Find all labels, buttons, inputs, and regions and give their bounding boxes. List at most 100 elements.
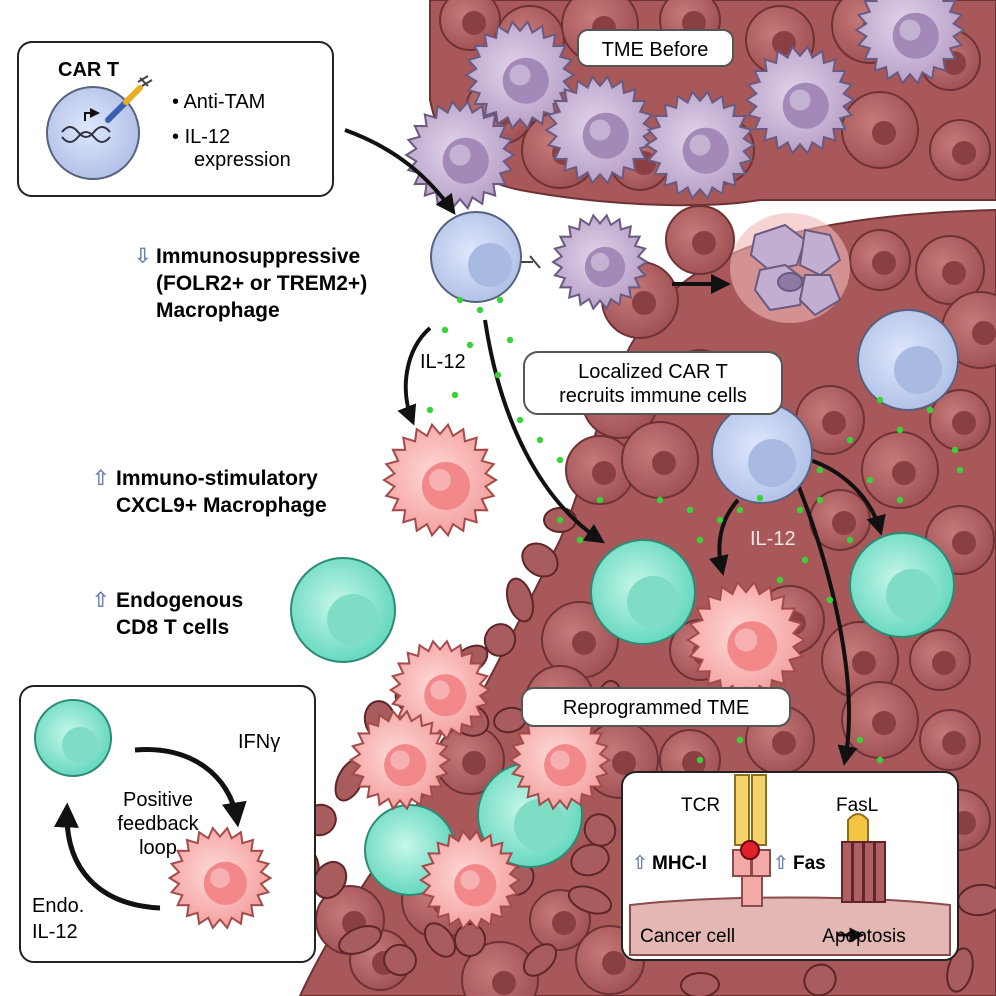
- il12-dot: [866, 476, 874, 484]
- il12-dot: [876, 756, 884, 764]
- fas-label: Fas: [793, 853, 826, 874]
- tme-before-macrophages: [404, 0, 966, 211]
- m1-cell: [167, 826, 273, 930]
- immunosuppressive-label-2: (FOLR2+ or TREM2+): [156, 272, 367, 295]
- up-arrow-endogenous: ⇧: [92, 589, 110, 612]
- ifng-label: IFNγ: [238, 731, 280, 753]
- localized-label-2: recruits immune cells: [559, 385, 747, 407]
- il12-dot: [476, 306, 484, 314]
- cxcl9-macrophage-icon: [382, 422, 498, 538]
- il12-dot: [796, 506, 804, 514]
- endo-label-1: Endo.: [32, 895, 84, 917]
- il12-dot: [736, 506, 744, 514]
- tcr-label: TCR: [681, 795, 720, 816]
- immunosuppressive-label-3: Macrophage: [156, 299, 280, 322]
- debris-blob: [521, 542, 559, 578]
- tumor-cell: [849, 229, 911, 291]
- il12-dot: [846, 536, 854, 544]
- tumor-cell: [461, 941, 539, 996]
- localized-label-1: Localized CAR T: [578, 361, 728, 383]
- il12-particles: [426, 296, 964, 764]
- debris-blob: [567, 885, 613, 915]
- il12-dot: [816, 496, 824, 504]
- tumor-cell: [665, 205, 735, 275]
- tumor-cell: [909, 629, 971, 691]
- tumor-cell: [929, 119, 991, 181]
- tam-cell: [644, 89, 756, 201]
- il12-dot: [776, 576, 784, 584]
- car-t-cell-icon: [46, 75, 153, 180]
- tme-before-label: TME Before: [602, 39, 709, 61]
- localized-car-t-pill: [523, 351, 783, 415]
- debris-blob: [483, 623, 517, 657]
- il12-dot: [456, 296, 464, 304]
- mhc-i-molecule: [732, 840, 771, 907]
- endogenous-label-2: CD8 T cells: [116, 616, 229, 639]
- tumor-cell: [841, 91, 919, 169]
- tumor-cell: [915, 235, 985, 305]
- debris-blob: [803, 963, 837, 996]
- reprogrammed-label: Reprogrammed TME: [563, 697, 749, 719]
- debris-blob: [312, 860, 348, 900]
- loop-label-2: feedback: [117, 813, 199, 835]
- il12-dot: [926, 406, 934, 414]
- il12-dot: [696, 756, 704, 764]
- il12-dot: [716, 516, 724, 524]
- reprogrammed-pill: [521, 687, 791, 727]
- endogenous-label-1: Endogenous: [116, 589, 243, 612]
- il12-dot: [951, 446, 959, 454]
- tumor-cell: [435, 725, 505, 795]
- debris-blob: [423, 922, 457, 958]
- dying-macrophage-cluster: [730, 213, 850, 323]
- tam-cell: [744, 44, 856, 156]
- il12-dot: [516, 416, 524, 424]
- il12-dot: [441, 326, 449, 334]
- il12-dot: [426, 406, 434, 414]
- car-t-feature-il12: • IL-12: [172, 126, 230, 148]
- endo-label-2: IL-12: [32, 921, 78, 943]
- il12-dot: [856, 736, 864, 744]
- il12-dot: [451, 391, 459, 399]
- up-arrow-mhc: ⇧: [632, 853, 648, 874]
- tme-before-pill: [577, 29, 734, 67]
- car-t-feature-anti-tam: • Anti-TAM: [172, 91, 265, 113]
- il12-dot: [466, 341, 474, 349]
- immunostim-label-2: CXCL9+ Macrophage: [116, 494, 327, 517]
- debris-blob: [522, 943, 558, 977]
- car-t-cell-localized: [711, 402, 813, 504]
- tumor-cell: [621, 421, 699, 499]
- debris-blob: [570, 843, 610, 877]
- fasl-label: FasL: [836, 795, 878, 816]
- il12-dot: [896, 426, 904, 434]
- cancer-cell-label: Cancer cell: [640, 926, 735, 947]
- il12-dot: [736, 736, 744, 744]
- tumor-cell: [861, 431, 939, 509]
- il12-right-label: IL-12: [750, 528, 796, 550]
- loop-label-1: Positive: [123, 789, 193, 811]
- il12-dot: [846, 436, 854, 444]
- m1-cell: [388, 639, 492, 741]
- tumor-cell: [919, 709, 981, 771]
- il12-dot: [494, 371, 502, 379]
- tam-cell: [464, 19, 576, 131]
- feedback-cd8-cell: [34, 699, 112, 777]
- car-t-feature-expression: expression: [194, 149, 291, 171]
- mhc-label: MHC-I: [652, 853, 707, 874]
- tumor-cell: [841, 681, 919, 759]
- m1-cell: [685, 580, 807, 700]
- car-t-cell-top: [430, 211, 541, 303]
- il12-dot: [696, 536, 704, 544]
- tumor-cell: [929, 389, 991, 451]
- m1-cell: [418, 829, 522, 931]
- down-arrow-immunosuppressive: ⇩: [134, 245, 152, 268]
- il12-dot: [506, 336, 514, 344]
- debris-blob: [505, 577, 535, 623]
- il12-dot: [816, 466, 824, 474]
- tam-cell: [854, 0, 966, 86]
- il12-dot: [496, 296, 504, 304]
- il12-dot: [956, 466, 964, 474]
- il12-dot: [876, 396, 884, 404]
- il12-dot: [826, 596, 834, 604]
- tam-cell: [404, 99, 516, 211]
